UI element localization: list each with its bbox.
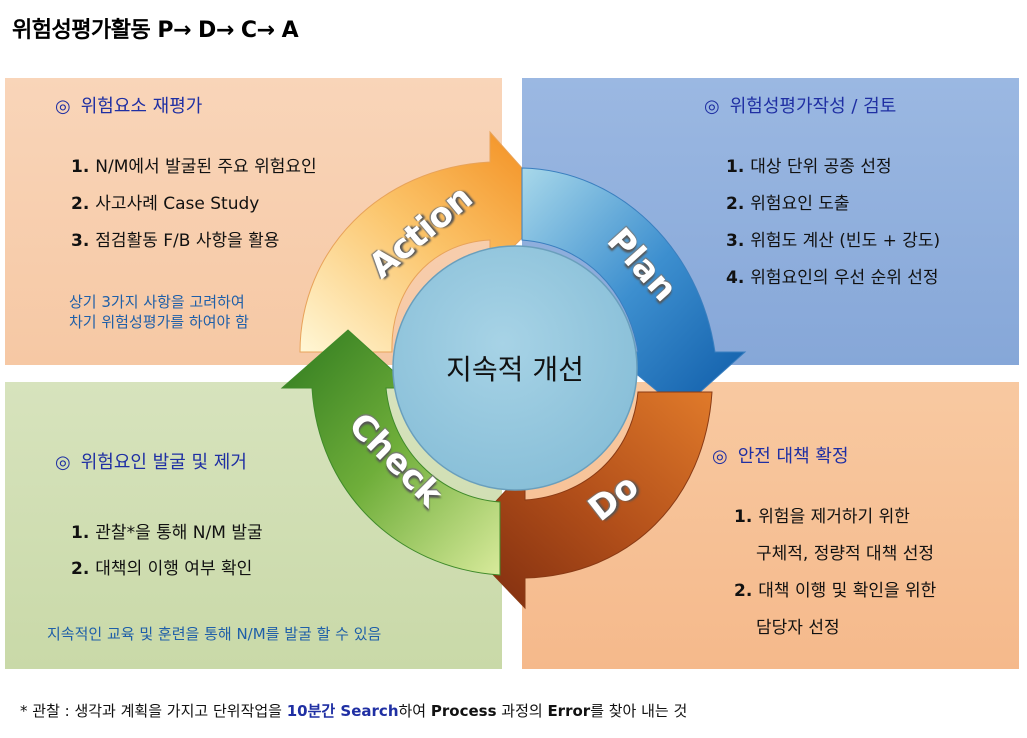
plan-item-2: 2.위험요인 도출 [726,194,850,214]
do-item-1: 1.위험을 제거하기 위한 [734,507,910,527]
bullseye-icon: ◎ [712,446,728,467]
center-label: 지속적 개선 [446,353,584,386]
action-item-2: 2.사고사례 Case Study [71,194,260,214]
check-item-2: 2.대책의 이행 여부 확인 [71,559,253,579]
page-title: 위험성평가활동 P→ D→ C→ A [12,18,299,43]
plan-item-1: 1.대상 단위 공종 선정 [726,157,892,177]
do-heading: ◎안전 대책 확정 [712,446,849,467]
do-item-2: 2.대책 이행 및 확인을 위한 [734,581,937,601]
check-note: 지속적인 교육 및 훈련을 통해 N/M를 발굴 할 수 있음 [47,625,382,643]
check-item-1: 1.관찰*을 통해 N/M 발굴 [71,523,263,543]
plan-arrow [521,167,747,411]
plan-heading: ◎위험성평가작성 / 검토 [704,96,897,117]
do-arrow [459,391,713,610]
plan-item-3: 3.위험도 계산 (빈도 + 강도) [726,231,941,251]
bullseye-icon: ◎ [704,96,720,117]
action-heading: ◎위험요소 재평가 [55,96,203,117]
action-item-1: 1.N/M에서 발굴된 주요 위험요인 [71,157,317,177]
footer-note: * 관찰 : 생각과 계획을 가지고 단위작업을 10분간 Search하여 P… [20,702,688,720]
action-arrow [299,130,556,353]
bullseye-icon: ◎ [55,452,71,473]
check-arrow [280,329,501,576]
check-heading: ◎위험요인 발굴 및 제거 [55,452,247,473]
action-item-3: 3.점검활동 F/B 사항을 활용 [71,231,280,251]
do-item-1-cont: 구체적, 정량적 대책 선정 [756,544,935,564]
center-circle [392,245,638,491]
action-note: 상기 3가지 사항을 고려하여 차기 위험성평가를 하여야 함 [69,293,249,331]
plan-item-4: 4.위험요인의 우선 순위 선정 [726,268,939,288]
bullseye-icon: ◎ [55,96,71,117]
do-item-2-cont: 담당자 선정 [756,618,840,638]
